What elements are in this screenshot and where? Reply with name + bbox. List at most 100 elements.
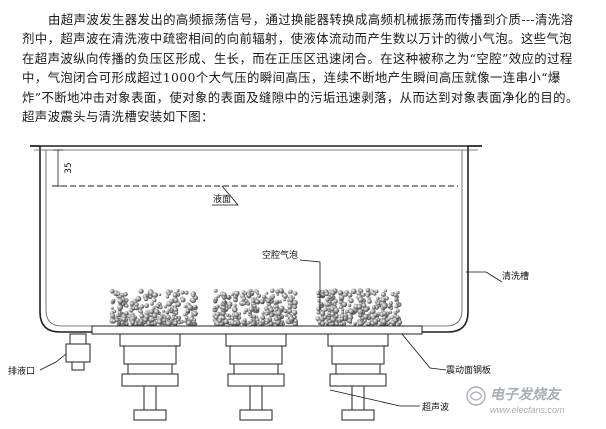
cavitation-bubble [391,320,396,325]
description-paragraph: 由超声波发生器发出的高频振荡信号，通过换能器转换成高频机械振荡而传播到介质---… [22,10,580,126]
cavitation-bubble [183,319,187,323]
cavitation-bubble [264,311,269,316]
transducer-nut [121,373,179,387]
cavitation-bubble [173,321,178,326]
cavitation-bubble [387,321,391,325]
cavitation-bubble [168,307,172,311]
cavitation-bubble [325,297,330,302]
cavitation-bubble [345,309,349,314]
cavitation-bubble [375,289,379,293]
cavitation-bubble [217,318,223,323]
cavitation-bubble [265,321,269,325]
cavitation-bubble [283,308,288,314]
cavitation-bubble [333,307,340,314]
cavitation-bubble [233,308,238,312]
cavitation-bubble [320,290,325,294]
cavitation-bubble [376,296,380,300]
cavitation-bubble [120,321,125,325]
cavitation-bubble [117,298,124,305]
cavitation-bubble [395,301,400,305]
cavitation-bubble [357,309,364,315]
cavitation-bubble [289,316,295,322]
cavitation-bubble [144,303,150,308]
cavitation-bubble [169,289,173,293]
cavitation-bubbles-label: 空腔气泡 [262,249,298,261]
cavitation-bubble [221,299,227,304]
cavitation-bubble [358,313,363,317]
cavitation-bubble [129,301,135,307]
cavitation-bubble [339,322,344,326]
cavitation-bubble [249,319,253,323]
cavitation-bubble [233,312,239,318]
cavitation-bubble [353,321,357,325]
cavitation-bubble [221,305,226,311]
cavitation-bubble [258,321,263,326]
cavitation-bubble [376,301,381,306]
cavitation-bubble [233,303,237,307]
cavitation-bubble [340,317,344,321]
cavitation-bubble [152,313,158,319]
leader-lines [39,185,503,407]
cavitation-bubble [393,293,398,297]
cavitation-bubble [287,304,293,310]
cavitation-bubble [183,305,187,309]
cavitation-bubble [278,288,284,294]
cavitation-bubble [111,299,115,302]
cavitation-bubble [184,290,189,295]
cavitation-bubble [347,292,353,298]
cavitation-bubble [293,291,298,296]
cavitation-bubble [248,306,255,312]
transducer-bolt [143,385,157,411]
cavitation-bubble [394,297,398,301]
cavitation-bubble [382,311,387,316]
cavitation-bubble [329,306,335,312]
cavitation-bubble [293,319,298,323]
cavitation-bubble [124,304,129,308]
cavitation-bubble [278,305,285,312]
cavitation-bubble [357,304,363,310]
cavitation-bubble [130,320,136,325]
cavitation-bubble [222,292,227,297]
cavitation-bubble [397,320,403,325]
cavitation-bubble [369,308,376,315]
cavitation-bubble [292,304,298,310]
cavitation-bubble [366,322,371,326]
cavitation-bubble [254,299,260,305]
cavitation-bubble [163,315,167,319]
transducer-horn [327,333,389,347]
cavitation-bubble [373,312,378,318]
cavitation-bubble [163,305,168,309]
cavitation-bubble [242,301,247,306]
cavitation-bubble [225,313,230,317]
cavitation-bubble [230,316,235,320]
cavitation-bubble [121,316,127,322]
cavitation-bubble [265,291,269,295]
cavitation-bubble [316,291,321,296]
cavitation-bubble [149,309,155,314]
cavitation-bubble [317,320,322,325]
transducer-label: 超声波 [422,401,449,413]
cavitation-bubble [388,310,393,314]
cavitation-bubble [330,294,334,298]
cavitation-bubble [365,287,371,293]
cavitation-bubble [269,313,273,318]
cavitation-bubble [214,315,219,320]
cavitation-bubble [273,301,277,305]
drain-fitting [65,333,91,371]
cavitation-bubble [143,317,148,323]
cavitation-bubble [348,308,354,315]
cavitation-bubble [367,299,372,304]
cavitation-bubble [372,318,379,324]
cavitation-bubble [124,311,129,316]
cavitation-bubble [288,289,293,294]
bubble-clusters [109,287,403,327]
cavitation-bubble [243,291,248,295]
cavitation-bubble [335,313,339,318]
cavitation-bubble [347,303,352,308]
tank-wall [30,145,482,333]
cavitation-bubble [261,311,265,315]
cavitation-bubble [177,321,181,325]
cavitation-bubble [288,297,294,303]
cavitation-bubble [220,315,226,321]
cavitation-bubble [249,288,253,293]
